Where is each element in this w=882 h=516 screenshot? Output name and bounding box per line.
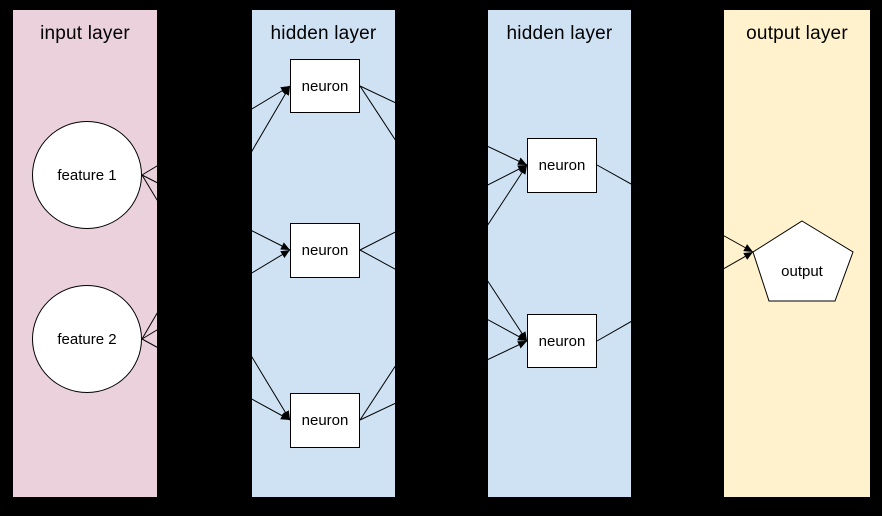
node-feature-1-label: feature 1 (57, 166, 117, 184)
node-hidden2-neuron-1: neuron (527, 138, 597, 193)
edge-h1n1-h2n1 (359, 85, 528, 166)
edge-h1n2-h2n1 (359, 164, 528, 251)
panel-title-hidden-layer-2: hidden layer (506, 23, 613, 44)
panel-title-hidden-layer-1: hidden layer (270, 23, 377, 44)
edge-h1n2-h2n2 (359, 249, 528, 342)
node-hidden1-neuron-3: neuron (290, 393, 360, 448)
node-hidden1-neuron-2-label: neuron (301, 242, 349, 259)
node-feature-2: feature 2 (32, 285, 142, 393)
edge-feature1-h1n3 (141, 174, 291, 421)
node-hidden1-neuron-3-label: neuron (301, 412, 349, 429)
edge-feature1-h1n1 (141, 85, 291, 176)
node-hidden2-neuron-2: neuron (527, 314, 597, 368)
node-feature-1: feature 1 (32, 121, 142, 229)
node-hidden1-neuron-1: neuron (290, 59, 360, 113)
node-hidden1-neuron-1-label: neuron (301, 77, 349, 95)
panel-title-output-layer: output layer (746, 23, 848, 44)
edge-h2n2-out1 (596, 251, 754, 342)
node-hidden2-neuron-2-label: neuron (538, 332, 586, 350)
node-feature-2-label: feature 2 (57, 330, 117, 348)
edge-h1n1-h2n2 (359, 85, 528, 342)
edge-h2n1-out1 (596, 164, 754, 253)
edge-h1n3-h2n2 (359, 340, 528, 421)
edge-feature2-h1n1 (141, 85, 291, 340)
panel-hidden-layer-2: hidden layer (488, 10, 631, 497)
edge-h1n3-h2n1 (359, 164, 528, 421)
node-hidden1-neuron-2: neuron (290, 223, 360, 278)
edge-feature2-h1n3 (141, 338, 291, 421)
node-output-label: output (781, 263, 823, 280)
panel-title-input-layer: input layer (40, 23, 130, 44)
panel-input-layer: input layer (13, 10, 157, 497)
edge-feature2-h1n2 (141, 249, 291, 340)
node-hidden2-neuron-1-label: neuron (538, 157, 586, 174)
